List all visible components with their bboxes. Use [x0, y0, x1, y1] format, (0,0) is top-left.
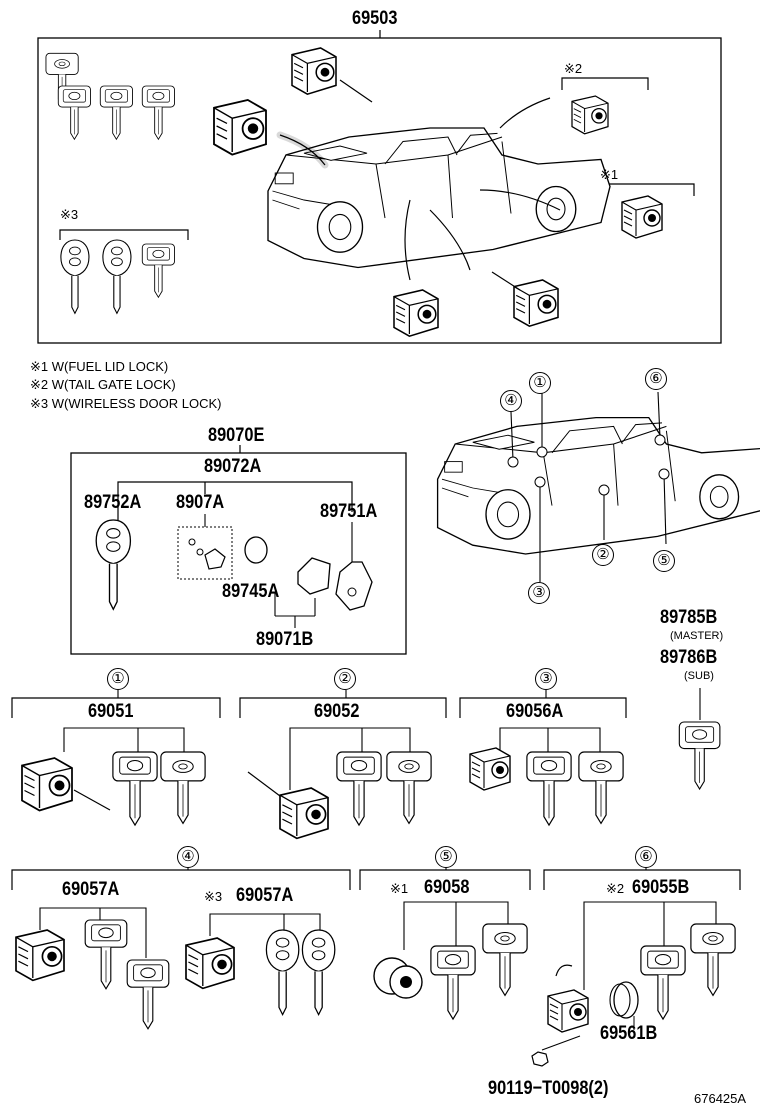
group-5-callout: ⑤: [435, 846, 457, 868]
part-label-69561b: 69561B: [600, 1023, 658, 1044]
part-label-89751a: 89751A: [320, 501, 378, 522]
part-label-89071b: 89071B: [256, 629, 314, 650]
sub-label: (SUB): [684, 670, 714, 682]
part-label-90119: 90119−T0098(2): [488, 1078, 609, 1099]
master-label: (MASTER): [670, 630, 724, 642]
callout-5: ⑤: [653, 550, 675, 572]
legend-3: ※3 W(WIRELESS DOOR LOCK): [30, 396, 222, 411]
part-label-8907a: 8907A: [176, 492, 225, 513]
part-label-69503: 69503: [352, 8, 398, 29]
callout-3: ③: [528, 582, 550, 604]
part-label-69057a: 69057A: [62, 879, 120, 900]
part-label-89745a: 89745A: [222, 581, 280, 602]
part-label-69056a: 69056A: [506, 701, 564, 722]
part-label-69055b: 69055B: [632, 877, 690, 898]
part-label-69057a-wireless: 69057A: [236, 885, 294, 906]
callout-2: ②: [592, 544, 614, 566]
group-3-callout: ③: [535, 668, 557, 690]
note-tail-gate: ※2: [564, 61, 583, 76]
part-label-89752a: 89752A: [84, 492, 142, 513]
group-1-callout: ①: [107, 668, 129, 690]
note-69058: ※1: [390, 881, 409, 896]
legend-1: ※1 W(FUEL LID LOCK): [30, 359, 169, 374]
group-6-callout: ⑥: [635, 846, 657, 868]
part-label-89786b: 89786B: [660, 647, 718, 668]
group-4-callout: ④: [177, 846, 199, 868]
part-label-89070e: 89070E: [208, 425, 265, 446]
note-fuel-lid: ※1: [600, 167, 619, 182]
callout-6: ⑥: [645, 368, 667, 390]
group-2-callout: ②: [334, 668, 356, 690]
callout-4: ④: [500, 390, 522, 412]
part-label-69058: 69058: [424, 877, 470, 898]
legend-2: ※2 W(TAIL GATE LOCK): [30, 377, 176, 392]
part-label-69051: 69051: [88, 701, 134, 722]
note-69057a-wireless: ※3: [204, 889, 223, 904]
callout-1: ①: [529, 372, 551, 394]
part-label-69052: 69052: [314, 701, 360, 722]
part-label-89785b: 89785B: [660, 607, 718, 628]
note-wireless: ※3: [60, 207, 79, 222]
figure-id: 676425A: [694, 1091, 747, 1106]
note-69055b: ※2: [606, 881, 625, 896]
part-label-89072a: 89072A: [204, 456, 262, 477]
